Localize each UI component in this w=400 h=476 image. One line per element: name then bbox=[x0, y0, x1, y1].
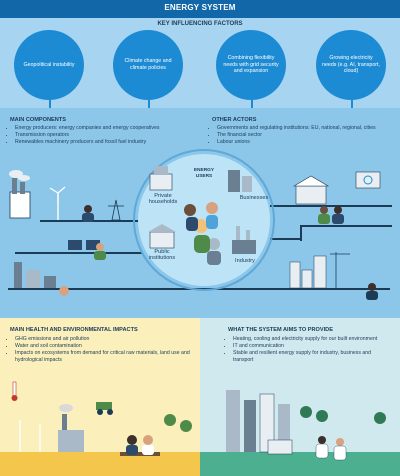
wind-turbine-icon bbox=[49, 186, 66, 220]
people-icon bbox=[318, 206, 344, 224]
businesses-label: Businesses bbox=[239, 195, 269, 201]
people-on-bench-icon bbox=[120, 435, 160, 456]
worker-icon bbox=[366, 283, 378, 300]
other-actors-list: Governments and regulating institutions:… bbox=[208, 125, 378, 146]
aims-heading: WHAT THE SYSTEM AIMS TO PROVIDE bbox=[228, 327, 333, 333]
eu-flag-icon bbox=[355, 171, 381, 189]
page-title: ENERGY SYSTEM bbox=[164, 3, 236, 12]
aims-list: Heating, cooling and electricity supply … bbox=[224, 336, 392, 364]
main-components-list: Energy producers: energy companies and e… bbox=[6, 125, 202, 146]
factor-electricity-needs: Growing electricity needs (e.g. AI, tran… bbox=[316, 30, 386, 100]
factor-flexibility: Combining flexibility needs with grid se… bbox=[216, 30, 286, 100]
main-components-heading: MAIN COMPONENTS bbox=[10, 117, 66, 123]
key-factors-heading: KEY INFLUENCING FACTORS bbox=[157, 21, 243, 27]
tractor-icon bbox=[96, 402, 113, 415]
public-building-icon bbox=[148, 224, 176, 249]
thermometer-icon bbox=[11, 381, 18, 401]
list-item: Renewables machinery producers and fossi… bbox=[15, 139, 202, 146]
list-item: Transmission operators bbox=[15, 132, 202, 139]
power-plant-icon bbox=[9, 170, 31, 219]
impacts-panel bbox=[0, 318, 200, 476]
list-item: IT and communication bbox=[233, 343, 392, 350]
trees-icon bbox=[164, 406, 386, 432]
industry-label: Industry bbox=[235, 258, 255, 264]
refinery-icon bbox=[14, 262, 69, 296]
ground-left bbox=[0, 452, 200, 476]
arrow-line bbox=[49, 100, 51, 110]
list-item: Energy producers: energy companies and e… bbox=[15, 125, 202, 132]
list-item: Labour unions bbox=[217, 139, 378, 146]
factory-smoke-icon bbox=[58, 404, 84, 452]
energy-users-heading: ENERGY USERS bbox=[193, 168, 215, 179]
city-skyline-icon bbox=[289, 252, 350, 289]
factory-icon bbox=[232, 226, 256, 254]
worker-icon bbox=[315, 436, 347, 461]
factor-climate: Climate change and climate policies bbox=[113, 30, 183, 100]
list-item: Heating, cooling and electricity supply … bbox=[233, 336, 392, 343]
list-item: Stable and resilient energy supply for i… bbox=[233, 350, 392, 364]
list-item: Impacts on ecosystems from demand for cr… bbox=[15, 350, 194, 364]
pylon-icon bbox=[108, 199, 124, 221]
office-building-icon bbox=[228, 170, 252, 192]
connector-line bbox=[300, 225, 392, 227]
worker-icon bbox=[94, 243, 106, 260]
arrow-line bbox=[148, 100, 150, 110]
government-building-icon bbox=[292, 175, 330, 205]
public-institutions-label: Public institutions bbox=[148, 249, 176, 262]
worker-icon bbox=[82, 205, 94, 222]
impacts-heading: MAIN HEALTH AND ENVIRONMENTAL IMPACTS bbox=[10, 327, 138, 333]
factor-label: Combining flexibility needs with grid se… bbox=[223, 55, 279, 75]
list-item: GHG emissions and air pollution bbox=[15, 336, 194, 343]
arrow-line bbox=[351, 100, 353, 110]
list-item: Water and soil contamination bbox=[15, 343, 194, 350]
list-item: The financial sector bbox=[217, 132, 378, 139]
private-households-label: Private households bbox=[148, 193, 178, 206]
impacts-list: GHG emissions and air pollution Water an… bbox=[6, 336, 194, 364]
title-bar bbox=[0, 0, 400, 18]
house-icon bbox=[149, 166, 173, 191]
people-group-icon bbox=[184, 202, 221, 265]
other-actors-heading: OTHER ACTORS bbox=[212, 117, 257, 123]
arrow-line bbox=[251, 100, 253, 110]
energy-users-ring bbox=[133, 149, 275, 291]
factor-label: Climate change and climate policies bbox=[124, 58, 172, 71]
solar-panel-icon bbox=[68, 240, 100, 250]
wind-turbine-icon bbox=[19, 420, 41, 452]
factor-label: Geopolitical instability bbox=[23, 61, 75, 68]
ground-right bbox=[200, 452, 400, 476]
factor-geopolitical: Geopolitical instability bbox=[14, 30, 84, 100]
data-center-icon bbox=[267, 439, 293, 455]
factor-label: Growing electricity needs (e.g. AI, tran… bbox=[322, 55, 381, 75]
list-item: Governments and regulating institutions:… bbox=[217, 125, 378, 132]
